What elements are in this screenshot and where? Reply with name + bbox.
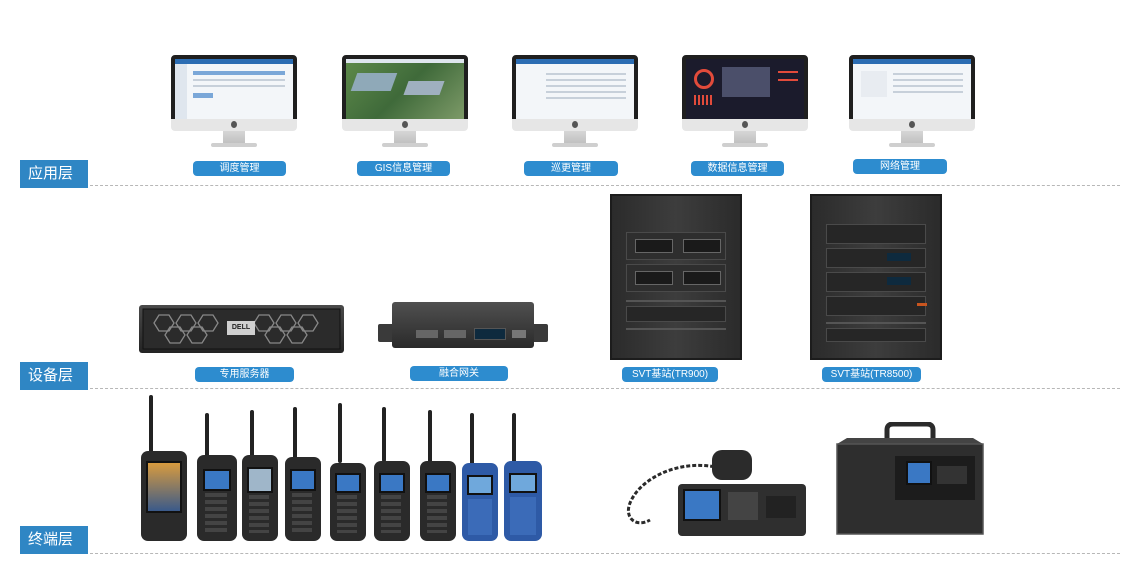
monitor-gis <box>342 55 468 153</box>
device-tag-server: 专用服务器 <box>195 367 294 382</box>
divider-device <box>90 388 1120 389</box>
fusion-gateway <box>378 300 548 352</box>
monitor-data <box>682 55 808 153</box>
dell-server: DELL <box>139 305 344 353</box>
device-tag-tr900: SVT基站(TR900) <box>622 367 718 382</box>
divider-terminal <box>90 553 1120 554</box>
monitor-dispatch <box>171 55 297 153</box>
handheld-radio-2 <box>197 413 237 541</box>
svt-base-station-tr900 <box>610 194 742 360</box>
vehicle-mobile-radio <box>620 448 820 540</box>
apple-logo-icon <box>909 121 915 128</box>
layer-label-application: 应用层 <box>20 160 88 188</box>
handheld-radio-5 <box>330 403 366 541</box>
device-tag-tr8500: SVT基站(TR8500) <box>822 367 921 382</box>
svt-base-station-tr8500 <box>810 194 942 360</box>
handheld-radio-1 <box>141 395 187 541</box>
handheld-radio-8 <box>462 413 498 541</box>
layer-label-terminal: 终端层 <box>20 526 88 554</box>
app-tag-patrol: 巡更管理 <box>524 161 618 176</box>
handheld-radio-7 <box>420 410 456 541</box>
device-tag-gateway: 融合网关 <box>410 366 508 381</box>
handheld-radio-4 <box>285 407 321 541</box>
monitor-network <box>849 55 975 153</box>
apple-logo-icon <box>231 121 237 128</box>
app-tag-data: 数据信息管理 <box>691 161 784 176</box>
app-tag-dispatch: 调度管理 <box>193 161 286 176</box>
handheld-radio-9 <box>504 413 542 541</box>
apple-logo-icon <box>402 121 408 128</box>
handheld-radio-3 <box>242 410 278 541</box>
divider-application <box>90 185 1120 186</box>
handheld-radio-6 <box>374 407 410 541</box>
apple-logo-icon <box>742 121 748 128</box>
apple-logo-icon <box>572 121 578 128</box>
portable-base-station <box>833 422 987 538</box>
layer-label-device: 设备层 <box>20 362 88 390</box>
monitor-patrol <box>512 55 638 153</box>
app-tag-gis: GIS信息管理 <box>357 161 450 176</box>
app-tag-network: 网络管理 <box>853 159 947 174</box>
server-brand: DELL <box>227 321 255 335</box>
